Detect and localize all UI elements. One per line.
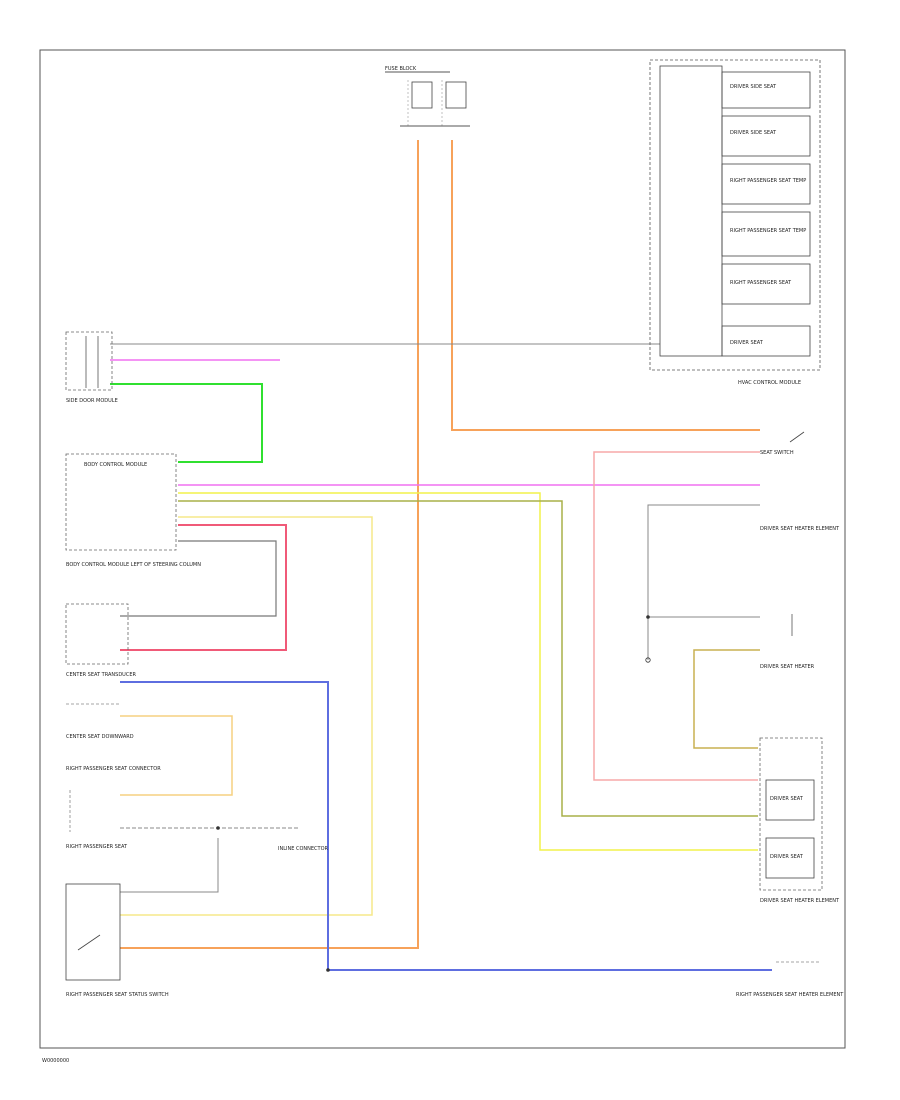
wire-olive-right bbox=[693, 649, 760, 749]
hvac-box5-label: RIGHT PASSENGER SEAT bbox=[730, 280, 792, 286]
hvac-module-label: HVAC CONTROL MODULE bbox=[738, 380, 801, 386]
side-door-label: SIDE DOOR MODULE bbox=[66, 398, 118, 404]
wires bbox=[110, 140, 772, 971]
pass-seat-connector-label: RIGHT PASSENGER SEAT CONNECTOR bbox=[66, 766, 161, 772]
seat-switch-label: SEAT SWITCH bbox=[760, 450, 794, 456]
right-box-a-label: DRIVER SEAT bbox=[770, 796, 804, 802]
hvac-box2-label: DRIVER SIDE SEAT bbox=[730, 130, 777, 136]
bcm-connector-label: BODY CONTROL MODULE bbox=[84, 462, 147, 468]
body-control-module: BODY CONTROL MODULE BODY CONTROL MODULE … bbox=[65, 453, 201, 568]
hvac-module-outline bbox=[649, 59, 821, 371]
wire-salmon bbox=[593, 451, 760, 781]
inline-connector-label: INLINE CONNECTOR bbox=[278, 846, 329, 852]
wire-orange-main bbox=[120, 140, 419, 949]
hvac-box1-label: DRIVER SIDE SEAT bbox=[730, 84, 777, 90]
wire-green bbox=[110, 383, 263, 463]
diagram-code: W0000000 bbox=[42, 1058, 69, 1064]
diagram-border bbox=[39, 49, 846, 1049]
side-door-module: SIDE DOOR MODULE bbox=[65, 331, 118, 404]
hvac-box4-label: RIGHT PASSENGER SEAT TEMP bbox=[730, 228, 806, 234]
top-fuse-label: FUSE BLOCK bbox=[385, 66, 417, 72]
splices bbox=[216, 615, 651, 972]
top-fuse-block: FUSE BLOCK bbox=[385, 66, 470, 127]
hvac-box6-label: DRIVER SEAT bbox=[730, 340, 764, 346]
bcm-module-label: BODY CONTROL MODULE LEFT OF STEERING COL… bbox=[66, 562, 201, 568]
right-lower-module-label: DRIVER SEAT HEATER ELEMENT bbox=[760, 898, 840, 904]
wire-olive bbox=[178, 500, 758, 817]
wire-black-left bbox=[120, 540, 277, 617]
status-switch-label: RIGHT PASSENGER SEAT STATUS SWITCH bbox=[66, 992, 169, 998]
right-components: SEAT SWITCH DRIVER SEAT HEATER ELEMENT D… bbox=[736, 431, 844, 998]
hvac-box3-label: RIGHT PASSENGER SEAT TEMP bbox=[730, 178, 806, 184]
pass-seat-label: RIGHT PASSENGER SEAT bbox=[66, 844, 128, 850]
center-seat-transducer-label: CENTER SEAT TRANSDUCER bbox=[66, 672, 136, 678]
wire-pale-orange bbox=[120, 715, 233, 796]
wire-yellow bbox=[178, 492, 758, 851]
right-mid-module-label: DRIVER SEAT HEATER ELEMENT bbox=[760, 526, 840, 532]
center-seat-downward-label: CENTER SEAT DOWNWARD bbox=[66, 734, 134, 740]
wire-black-bottom bbox=[120, 838, 219, 893]
right-box-b-label: DRIVER SEAT bbox=[770, 854, 804, 860]
hvac-control-module: DRIVER SIDE SEAT DRIVER SIDE SEAT RIGHT … bbox=[649, 59, 821, 386]
black-wires bbox=[110, 343, 760, 893]
left-components: CENTER SEAT TRANSDUCER CENTER SEAT DOWNW… bbox=[65, 603, 329, 852]
status-switch: RIGHT PASSENGER SEAT STATUS SWITCH bbox=[65, 883, 169, 998]
wire-pale-yellow bbox=[120, 516, 373, 916]
bottom-right-module-label: RIGHT PASSENGER SEAT HEATER ELEMENT bbox=[736, 992, 844, 998]
wire-black-right-a bbox=[647, 504, 760, 618]
wire-red bbox=[120, 524, 287, 651]
right-conn-label: DRIVER SEAT HEATER bbox=[760, 664, 815, 670]
wire-orange-right bbox=[451, 140, 760, 431]
wire-blue bbox=[120, 681, 772, 971]
